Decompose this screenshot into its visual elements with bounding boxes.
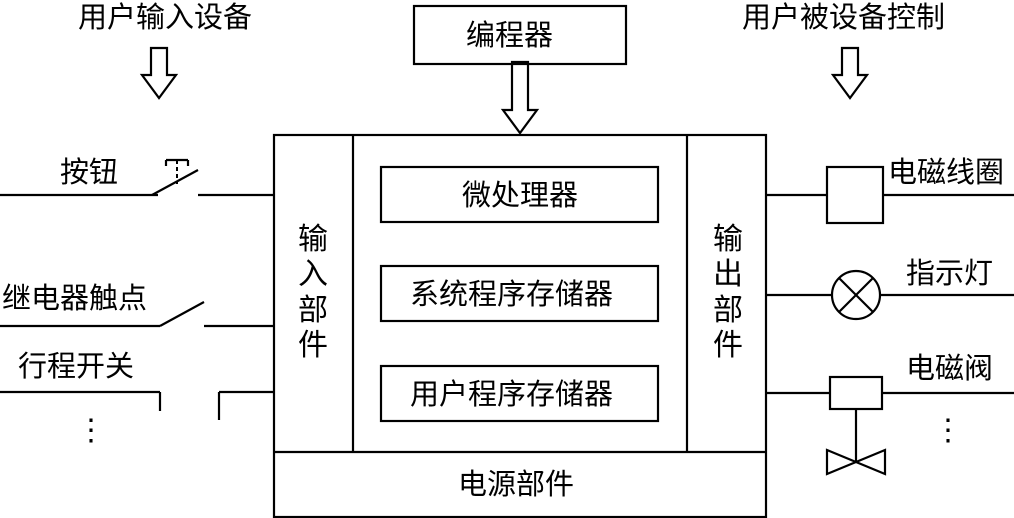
plc-frame bbox=[272, 133, 768, 518]
microprocessor-label: 微处理器 bbox=[462, 178, 579, 212]
relay-contact-label: 继电器触点 bbox=[2, 281, 148, 315]
user-memory-box bbox=[379, 364, 660, 423]
user-memory-label: 用户程序存储器 bbox=[410, 377, 614, 411]
system-memory-label: 系统程序存储器 bbox=[410, 277, 614, 311]
system-memory-box bbox=[379, 264, 660, 323]
relay-contact-symbol bbox=[0, 301, 274, 328]
inputs-more-label: ⋮ bbox=[76, 413, 106, 448]
coil-symbol bbox=[766, 165, 1014, 225]
microprocessor-box bbox=[379, 165, 660, 224]
controlled-devices-label: 用户被设备控制 bbox=[742, 0, 946, 34]
programmer-label: 编程器 bbox=[466, 18, 554, 52]
coil-label: 电磁线圈 bbox=[888, 155, 1005, 189]
outputs-more-label: ⋮ bbox=[933, 413, 963, 448]
input-unit-label: 输入部件 bbox=[298, 222, 328, 364]
programmer-box bbox=[412, 4, 628, 66]
button-label: 按钮 bbox=[60, 155, 119, 189]
indicator-label: 指示灯 bbox=[906, 256, 994, 290]
indicator-lamp-symbol bbox=[766, 269, 1014, 321]
button-switch-symbol bbox=[0, 158, 274, 197]
output-unit-label: 输出部件 bbox=[713, 222, 743, 364]
arrow-programmer bbox=[500, 60, 540, 135]
travel-switch-symbol bbox=[0, 390, 274, 420]
valve-symbol bbox=[766, 375, 1014, 476]
arrow-input-devices bbox=[139, 46, 179, 100]
arrow-controlled-devices bbox=[830, 46, 870, 100]
power-unit-label: 电源部件 bbox=[458, 467, 575, 501]
valve-label: 电磁阀 bbox=[906, 351, 994, 385]
travel-switch-label: 行程开关 bbox=[18, 349, 135, 383]
input-devices-label: 用户输入设备 bbox=[78, 0, 253, 34]
